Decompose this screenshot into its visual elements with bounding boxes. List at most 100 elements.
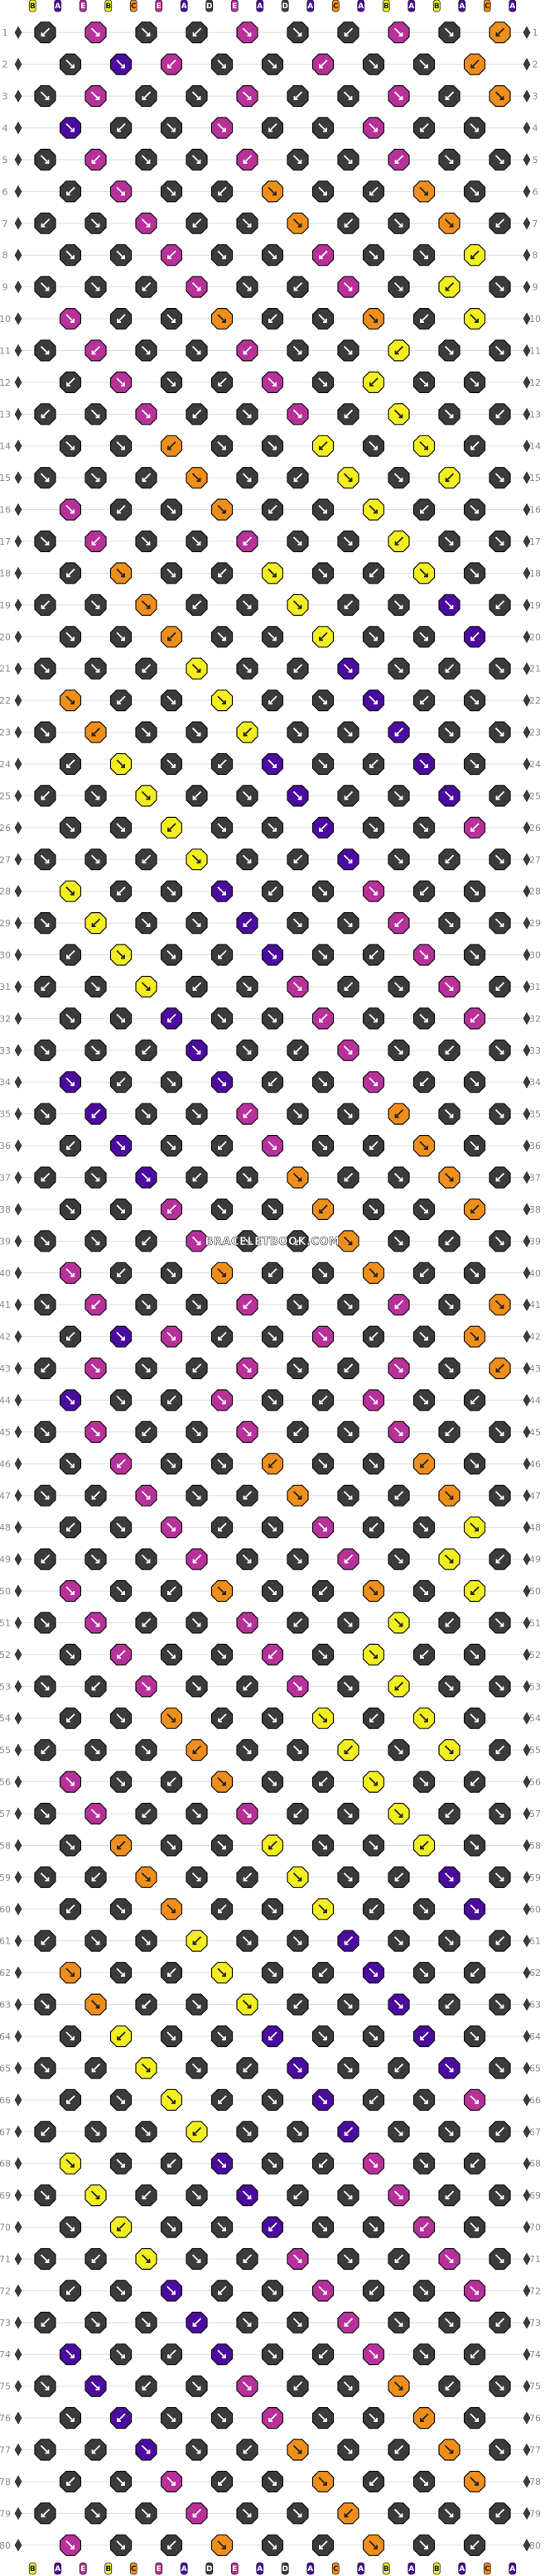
knot bbox=[489, 911, 511, 935]
knot bbox=[489, 467, 511, 489]
row-number: 43 bbox=[0, 1363, 11, 1374]
knot bbox=[311, 1134, 335, 1157]
row-number: 5 bbox=[533, 155, 538, 166]
knot bbox=[311, 244, 335, 267]
knot bbox=[463, 1707, 486, 1729]
edge-marker bbox=[14, 535, 22, 548]
knot bbox=[438, 2121, 461, 2143]
knot bbox=[463, 816, 486, 839]
edge-marker bbox=[523, 2220, 531, 2234]
string-stub bbox=[230, 0, 239, 12]
knot bbox=[438, 911, 461, 935]
knot bbox=[186, 848, 208, 871]
row-number: 8 bbox=[533, 250, 538, 261]
knot bbox=[109, 1134, 133, 1157]
row-number: 8 bbox=[2, 250, 8, 261]
row-number: 32 bbox=[529, 1013, 541, 1024]
knot bbox=[311, 2025, 335, 2048]
knot bbox=[34, 1420, 56, 1444]
knot bbox=[489, 2375, 511, 2397]
row-number: 69 bbox=[529, 2190, 541, 2201]
knot bbox=[160, 816, 183, 839]
edge-marker bbox=[523, 821, 531, 834]
edge-marker bbox=[523, 312, 531, 325]
knot bbox=[236, 2121, 258, 2143]
knot bbox=[160, 1771, 183, 1793]
row-number: 72 bbox=[0, 2285, 11, 2296]
knot bbox=[438, 2375, 461, 2397]
row-number: 56 bbox=[529, 1777, 541, 1788]
knot bbox=[160, 1516, 183, 1539]
knot bbox=[135, 848, 157, 871]
edge-marker bbox=[523, 217, 531, 230]
knot bbox=[186, 1930, 208, 1952]
knot bbox=[287, 1484, 309, 1507]
knot bbox=[388, 721, 410, 743]
edge-marker bbox=[523, 662, 531, 675]
knot bbox=[489, 1612, 511, 1634]
string-letter: D bbox=[282, 2, 288, 11]
string-stub bbox=[281, 2562, 289, 2575]
row-number: 60 bbox=[529, 1904, 541, 1915]
knot bbox=[34, 1675, 56, 1698]
knot bbox=[337, 2247, 359, 2270]
knot bbox=[84, 467, 107, 489]
knot bbox=[337, 1039, 359, 1061]
knot bbox=[463, 2216, 486, 2238]
row-number: 71 bbox=[529, 2254, 541, 2265]
row-number: 17 bbox=[529, 536, 541, 547]
knot bbox=[463, 1453, 486, 1475]
knot bbox=[59, 626, 82, 648]
knot bbox=[236, 212, 258, 234]
knot bbox=[337, 2375, 359, 2397]
knot bbox=[34, 1103, 56, 1125]
knot bbox=[186, 1739, 208, 1761]
knot bbox=[34, 84, 56, 108]
knot bbox=[210, 2343, 234, 2366]
knot bbox=[59, 1134, 82, 1157]
knot bbox=[412, 1898, 436, 1920]
knot bbox=[311, 1643, 335, 1666]
knot bbox=[261, 498, 284, 521]
knot bbox=[109, 1325, 133, 1348]
knot bbox=[388, 657, 410, 680]
knot bbox=[186, 2375, 208, 2397]
knot bbox=[261, 2470, 284, 2492]
string-letter: B bbox=[30, 2, 36, 11]
knot bbox=[287, 2247, 309, 2270]
string-stub bbox=[281, 0, 289, 12]
knot bbox=[236, 2375, 258, 2397]
row-number: 48 bbox=[0, 1522, 11, 1533]
edge-marker bbox=[523, 1934, 531, 1948]
edge-marker bbox=[523, 407, 531, 421]
row-number: 62 bbox=[0, 1968, 11, 1978]
knot bbox=[261, 880, 284, 902]
knot bbox=[311, 944, 335, 966]
row-number: 36 bbox=[0, 1141, 11, 1151]
row-number: 65 bbox=[0, 2063, 11, 2074]
knot bbox=[287, 212, 309, 234]
knot bbox=[362, 244, 385, 267]
edge-marker bbox=[523, 471, 531, 484]
knot bbox=[337, 2439, 359, 2461]
knot bbox=[109, 2407, 133, 2429]
knot bbox=[337, 1612, 359, 1634]
knot bbox=[412, 1707, 436, 1729]
row-number: 63 bbox=[529, 2000, 541, 2011]
knot bbox=[438, 84, 461, 108]
row-number: 12 bbox=[0, 377, 11, 388]
knot bbox=[337, 1866, 359, 1888]
knot bbox=[210, 117, 234, 139]
knot bbox=[337, 2502, 359, 2525]
knot bbox=[109, 1516, 133, 1539]
knot bbox=[210, 1007, 234, 1030]
string-stub bbox=[483, 2562, 491, 2575]
string-letter: E bbox=[157, 2565, 162, 2574]
knot bbox=[463, 690, 486, 712]
string-letter: B bbox=[434, 2565, 440, 2574]
knot bbox=[59, 1198, 82, 1221]
string-stub bbox=[382, 2562, 390, 2575]
edge-marker bbox=[14, 2157, 22, 2170]
knot bbox=[412, 2280, 436, 2302]
knot bbox=[261, 435, 284, 457]
